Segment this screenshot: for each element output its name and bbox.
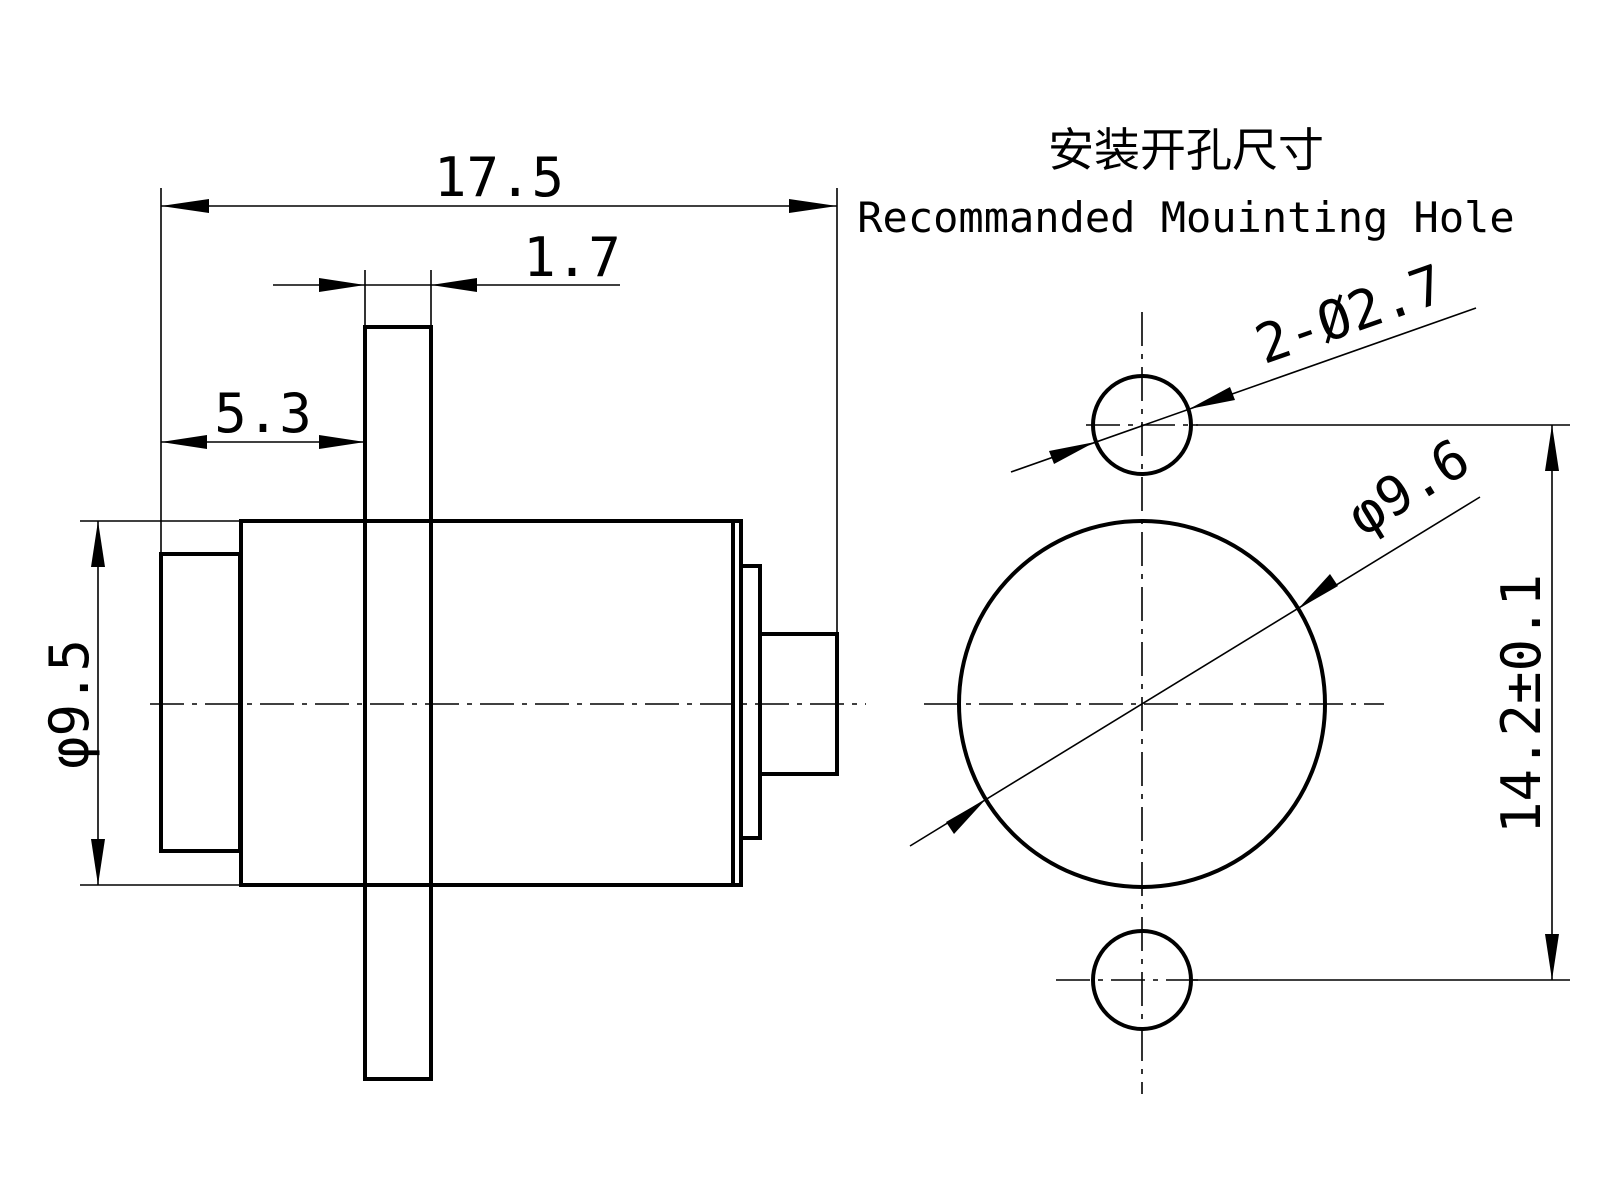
dim-mount-holes: 2-Ø2.7 [1247,252,1452,376]
front-shoulder [739,564,762,840]
center-hole [957,519,1327,889]
arrow-overall-right [789,199,837,213]
dim-rear-length: 5.3 [214,382,312,445]
arrow-spacing-bottom [1545,934,1559,980]
leader-center-hole [909,496,1481,847]
side-view [150,325,866,1081]
arrow-rear-right [319,435,365,449]
arrow-flange-left [319,278,365,292]
title-chinese: 安装开孔尺寸 [1048,123,1324,177]
dim-body-diameter: φ9.5 [38,639,101,769]
arrow-overall-left [161,199,209,213]
mounting-hole-dimensions: 2-Ø2.7 φ9.6 14.2±0.1 [909,252,1570,981]
flange-plate [363,325,433,1081]
arrow-flange-right [431,278,477,292]
dim-flange-thickness: 1.7 [523,226,621,289]
arrow-center-hole-left [946,799,986,834]
arrow-center-hole-right [1298,574,1338,609]
rear-stub [159,552,242,853]
side-view-dimensions: 17.5 1.7 5.3 φ9.5 [38,146,838,886]
arrow-mount-hole-left [1049,442,1095,464]
arrow-spacing-top [1545,425,1559,471]
dim-center-hole: φ9.6 [1336,426,1480,548]
dim-overall-length: 17.5 [434,146,564,209]
main-body [239,519,735,887]
arrow-body-top [91,521,105,567]
arrow-rear-left [161,435,207,449]
title-english: Recommanded Mouinting Hole [857,193,1514,242]
mounting-hole-view: 安装开孔尺寸 Recommanded Mouinting Hole [857,123,1515,1094]
arrow-body-bottom [91,839,105,885]
dim-hole-spacing: 14.2±0.1 [1490,574,1553,834]
arrow-mount-hole-right [1189,387,1235,409]
